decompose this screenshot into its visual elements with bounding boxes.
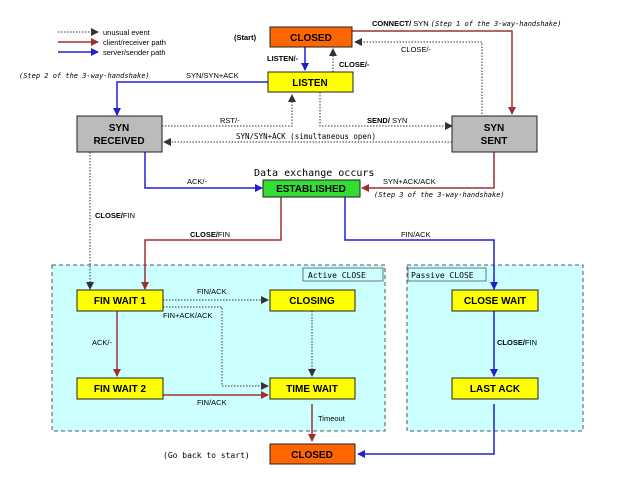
state-listen-label: LISTEN bbox=[292, 78, 328, 89]
arrow-close-from-synsent bbox=[354, 38, 483, 114]
arrow-connect bbox=[352, 30, 516, 115]
active-close-title-box bbox=[302, 267, 384, 282]
state-time-wait-label: TIME WAIT bbox=[286, 384, 338, 395]
state-fin-wait-2: FIN WAIT 2 bbox=[76, 377, 164, 400]
label-go-back: (Go back to start) bbox=[163, 451, 250, 460]
label-simultaneous: SYN/SYN+ACK (simultaneous open) bbox=[236, 132, 376, 141]
label-close-listen: CLOSE/- bbox=[339, 60, 370, 69]
label-data-exchange: Data exchange occurs bbox=[254, 168, 374, 179]
state-fin-wait-1-label: FIN WAIT 1 bbox=[94, 296, 147, 307]
label-ack-established: ACK/- bbox=[187, 177, 208, 186]
label-send-rest: SYN bbox=[390, 116, 408, 125]
arrow-rst bbox=[162, 94, 296, 127]
label-start: (Start) bbox=[234, 33, 257, 42]
label-close-fin-mid: CLOSE/FIN bbox=[190, 230, 230, 239]
label-send: SEND/ SYN bbox=[367, 116, 407, 125]
state-fin-wait-2-label: FIN WAIT 2 bbox=[94, 384, 147, 395]
label-rst: RST/- bbox=[220, 116, 240, 125]
label-close-fin-left-rest: FIN bbox=[123, 211, 135, 220]
label-close-fin-left-bold: CLOSE/ bbox=[95, 211, 124, 220]
state-syn-received-label-1: SYN bbox=[109, 123, 130, 134]
label-close-fin-passive: CLOSE/FIN bbox=[497, 338, 537, 347]
active-close-title: Active CLOSE bbox=[308, 271, 366, 280]
passive-close-region bbox=[406, 264, 584, 432]
state-closed-top-label: CLOSED bbox=[290, 33, 332, 44]
label-connect-rest: SYN bbox=[411, 19, 431, 28]
legend: unusual event client/receiver path serve… bbox=[58, 28, 166, 57]
label-close-top: CLOSE/- bbox=[401, 45, 432, 54]
legend-server-label: server/sender path bbox=[103, 48, 166, 57]
label-send-bold: SEND/ bbox=[367, 116, 391, 125]
label-listen-transition: LISTEN/- bbox=[267, 54, 299, 63]
label-close-fin-left: CLOSE/FIN bbox=[95, 211, 135, 220]
state-established-label: ESTABLISHED bbox=[276, 184, 346, 195]
state-closed-bottom-label: CLOSED bbox=[291, 450, 333, 461]
state-syn-sent-label-1: SYN bbox=[484, 123, 505, 134]
state-syn-received-label-2: RECEIVED bbox=[93, 136, 144, 147]
passive-close-title-box bbox=[407, 267, 487, 282]
state-syn-received: SYN RECEIVED bbox=[76, 115, 163, 153]
legend-unusual-label: unusual event bbox=[103, 28, 151, 37]
label-step2-note: (Step 2 of the 3-way-handshake) bbox=[19, 72, 150, 80]
arrow-lastack-closed bbox=[357, 404, 495, 458]
state-closed-bottom: CLOSED bbox=[269, 443, 356, 465]
label-close-fin-passive-bold: CLOSE/ bbox=[497, 338, 526, 347]
passive-close-title: Passive CLOSE bbox=[411, 271, 474, 280]
label-close-fin-mid-rest: FIN bbox=[218, 230, 230, 239]
label-fin-ack-right: FIN/ACK bbox=[401, 230, 431, 239]
label-connect-step: (Step 1 of the 3-way-handshake) bbox=[431, 20, 562, 28]
state-closing: CLOSING bbox=[269, 289, 356, 312]
legend-client-label: client/receiver path bbox=[103, 38, 166, 47]
state-close-wait-label: CLOSE WAIT bbox=[464, 296, 526, 307]
arrow-syn-synack bbox=[113, 81, 268, 116]
arrow-send bbox=[319, 92, 453, 130]
label-fin-ack-closing: FIN/ACK bbox=[197, 287, 227, 296]
state-listen: LISTEN bbox=[267, 71, 354, 93]
label-timeout: Timeout bbox=[318, 414, 346, 423]
label-step3-note: (Step 3 of the 3-way-handshake) bbox=[374, 191, 505, 199]
state-last-ack: LAST ACK bbox=[451, 377, 539, 400]
state-last-ack-label: LAST ACK bbox=[470, 384, 521, 395]
state-syn-sent: SYN SENT bbox=[451, 115, 538, 153]
arrow-synack-ack bbox=[361, 152, 495, 192]
label-finack-ack: FIN+ACK/ACK bbox=[163, 311, 212, 320]
label-synack-ack: SYN+ACK/ACK bbox=[383, 177, 436, 186]
state-time-wait: TIME WAIT bbox=[269, 377, 356, 400]
state-syn-sent-label-2: SENT bbox=[481, 136, 508, 147]
label-ack-fw2: ACK/- bbox=[92, 338, 113, 347]
arrow-ack-established bbox=[144, 152, 263, 192]
label-connect: CONNECT/ SYN (Step 1 of the 3-way-handsh… bbox=[372, 19, 561, 28]
state-close-wait: CLOSE WAIT bbox=[451, 289, 539, 312]
label-fin-ack-fw2: FIN/ACK bbox=[197, 398, 227, 407]
state-closed-top: CLOSED bbox=[269, 26, 353, 48]
state-established: ESTABLISHED bbox=[262, 179, 361, 198]
label-syn-synack: SYN/SYN+ACK bbox=[186, 71, 239, 80]
arrow-close-fin-mid bbox=[141, 197, 282, 290]
arrow-fin-ack-right bbox=[344, 197, 498, 290]
label-close-fin-passive-rest: FIN bbox=[525, 338, 537, 347]
state-closing-label: CLOSING bbox=[289, 296, 335, 307]
label-connect-bold: CONNECT/ bbox=[372, 19, 412, 28]
label-close-fin-mid-bold: CLOSE/ bbox=[190, 230, 219, 239]
state-fin-wait-1: FIN WAIT 1 bbox=[76, 289, 164, 312]
